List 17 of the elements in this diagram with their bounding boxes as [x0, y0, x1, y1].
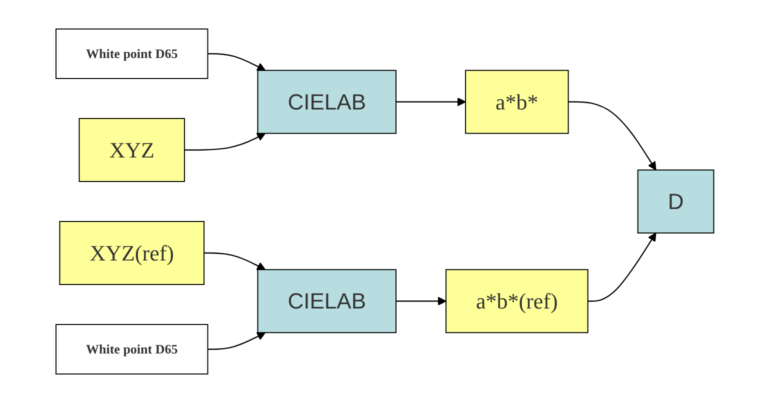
arrow: [587, 232, 656, 302]
arrow: [568, 101, 656, 170]
node-box: XYZ(ref): [58, 221, 204, 285]
arrow: [184, 132, 266, 151]
node-box: CIELAB: [256, 70, 396, 134]
node-box: White point D65: [55, 324, 208, 374]
node-box: a*b*: [464, 70, 568, 134]
node-box: XYZ: [78, 118, 185, 182]
arrow: [204, 252, 266, 270]
arrow: [396, 296, 446, 306]
node-box: White point D65: [55, 28, 208, 79]
node-box: CIELAB: [256, 269, 396, 334]
arrow: [207, 53, 266, 71]
arrow: [207, 332, 266, 350]
arrow: [396, 97, 466, 106]
node-box: D: [636, 170, 714, 234]
node-box: a*b*(ref): [445, 269, 588, 334]
